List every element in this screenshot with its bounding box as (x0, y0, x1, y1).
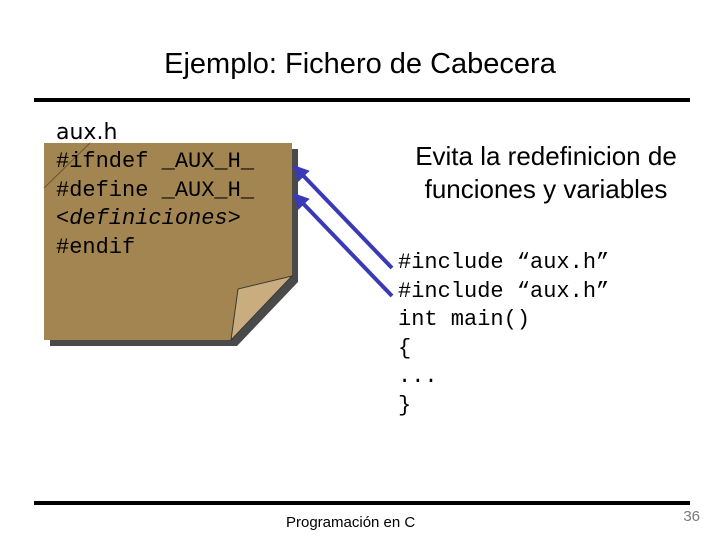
footer-rule (34, 501, 690, 505)
header-code: #ifndef _AUX_H_ #define _AUX_H_ <definicio… (56, 148, 254, 262)
code-line-main: int main() (398, 307, 531, 332)
note-filename: aux.h (56, 120, 118, 145)
main-code: #include “aux.h” #include “aux.h” int main… (398, 249, 609, 420)
code-line-ifndef: #ifndef _AUX_H_ (56, 149, 255, 174)
code-line-define: #define _AUX_H_ (56, 177, 255, 203)
note-body (44, 143, 292, 340)
code-line-definiciones: <definiciones> (56, 206, 241, 231)
slide-title: Ejemplo: Fichero de Cabecera (164, 48, 556, 80)
title-rule (34, 98, 690, 102)
code-line-include-1: #include “aux.h” (398, 250, 610, 275)
arrow-include-1 (292, 164, 394, 270)
callout-line-1: Evita la redefinicion de (415, 141, 677, 171)
page-number: 36 (683, 508, 700, 525)
note-diagonal (43, 142, 91, 189)
callout-line-2: funciones y variables (424, 174, 668, 204)
note-fold (230, 275, 294, 342)
arrow-include-2 (292, 192, 394, 298)
code-line-include-2: #include “aux.h” (398, 278, 610, 304)
code-line-endif: #endif (56, 234, 136, 260)
code-line-ellipsis: ... (398, 364, 438, 389)
code-line-open-brace: { (398, 335, 412, 361)
code-line-close-brace: } (398, 392, 412, 418)
footer-text: Programación en C (286, 514, 416, 531)
